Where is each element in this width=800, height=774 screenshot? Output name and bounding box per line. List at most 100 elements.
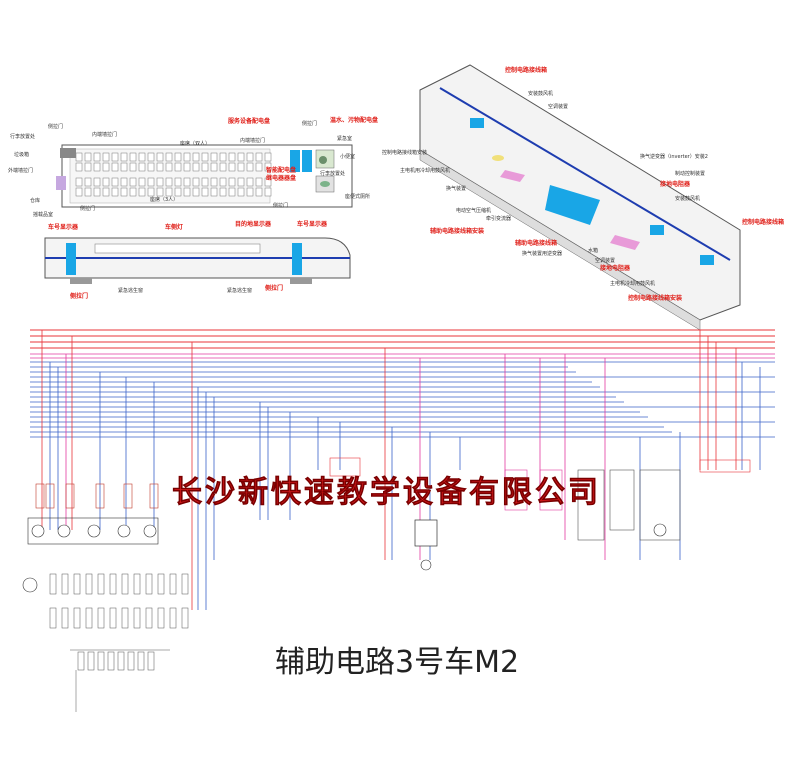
pink-box-1 [500, 170, 525, 182]
label-side-door-br: 侧拉门 [273, 202, 288, 209]
breaker-block [107, 651, 115, 671]
seat [228, 162, 236, 172]
service-panel [290, 150, 300, 172]
label-car-no-right: 车号显示器 [297, 220, 328, 228]
label-luggage: 行李放置处 [10, 133, 35, 140]
relay-block [35, 483, 45, 509]
breaker-block [77, 651, 85, 671]
seat [138, 177, 146, 187]
label-car-side-lamp: 车侧灯 [165, 223, 183, 231]
breaker-block [145, 607, 153, 629]
iso-lbl-12: 空调装置 [595, 257, 615, 264]
seat [129, 162, 137, 172]
breaker-block [169, 607, 177, 629]
breaker-block [121, 573, 129, 595]
cyan-box-2 [470, 118, 484, 128]
seat [102, 152, 110, 162]
seat [84, 152, 92, 162]
relay-block [95, 483, 105, 509]
seat [201, 162, 209, 172]
storage-block [56, 176, 66, 190]
motor-symbol [117, 524, 131, 538]
seat [75, 162, 83, 172]
breaker-block [121, 607, 129, 629]
seat [255, 187, 263, 197]
cyan-box-4 [700, 255, 714, 265]
iso-red-1: 辅助电路接线箱安装 [430, 227, 484, 235]
relay-panel [302, 150, 312, 172]
iso-lbl-2: 控制电路接线箱安装 [382, 149, 427, 156]
breaker-block [157, 573, 165, 595]
label-escape-window-r: 紧急逃生窗 [227, 287, 252, 294]
motor-symbol [420, 559, 432, 571]
breaker-block [147, 651, 155, 671]
seat [219, 177, 227, 187]
terminal-block [699, 459, 751, 473]
iso-red-2: 辅助电路接线箱 [515, 239, 557, 247]
label-trash: 垃圾箱 [14, 151, 29, 158]
breaker-block [145, 573, 153, 595]
seat [93, 187, 101, 197]
seat [84, 162, 92, 172]
seat [102, 162, 110, 172]
iso-red-6: 控制电路接线箱安装 [628, 294, 682, 302]
relay-block [609, 469, 635, 531]
seat [111, 187, 119, 197]
circuit-drops [41, 330, 761, 610]
breaker-block [73, 573, 81, 595]
motor-symbol [22, 577, 38, 593]
breaker-block [97, 651, 105, 671]
seat [219, 162, 227, 172]
breaker-block [61, 573, 69, 595]
seat [120, 187, 128, 197]
seat [237, 152, 245, 162]
seat [147, 152, 155, 162]
breaker-block [109, 607, 117, 629]
label-cargo-room: 摇载品室 [33, 211, 53, 218]
yellow-part [492, 155, 504, 161]
seat [255, 152, 263, 162]
seat [192, 177, 200, 187]
label-luggage-r: 行李放置处 [320, 170, 345, 177]
motor-group-box [27, 517, 159, 545]
seat [183, 152, 191, 162]
sink-icon [319, 156, 327, 164]
seat [174, 187, 182, 197]
circuit-components [22, 457, 751, 712]
iso-lbl-11: 水箱 [588, 247, 598, 254]
seat [138, 152, 146, 162]
motor-symbol [57, 524, 71, 538]
motor-symbol [87, 524, 101, 538]
iso-lbl-13: 主电机冷却用鼓风机 [610, 280, 655, 287]
iso-lbl-1: 空调装置 [548, 103, 568, 110]
seat [183, 187, 191, 197]
seat [156, 177, 164, 187]
iso-lbl-8: 换气逆变器（inverter）安装2 [640, 153, 708, 160]
seat [93, 152, 101, 162]
seat [111, 177, 119, 187]
relay-block [329, 457, 361, 477]
label-emergency-room: 紧急室 [337, 135, 352, 142]
side-view: 车号显示器 车侧灯 目的地显示器 车号显示器 侧拉门 紧急逃生窗 紧急逃生窗 侧… [44, 220, 351, 300]
label-side-door-tr: 侧拉门 [302, 120, 317, 127]
motor-symbol [143, 524, 157, 538]
label-seat-double: 座席（双人） [180, 140, 210, 147]
door-right-icon [292, 243, 302, 275]
breaker-block [49, 607, 57, 629]
seat [120, 162, 128, 172]
label-destination: 目的地显示器 [235, 220, 272, 228]
motor-symbol [653, 523, 667, 537]
seat [264, 152, 272, 162]
iso-lbl-5: 电动空气压缩机 [456, 207, 491, 214]
iso-lbl-4: 换气装置 [446, 185, 466, 192]
seat [93, 162, 101, 172]
relay-block [577, 469, 605, 541]
label-side-door-tl: 侧拉门 [48, 123, 63, 130]
relay-block [504, 469, 528, 511]
seat [246, 152, 254, 162]
relay-block [149, 483, 159, 509]
bus-lines [30, 329, 775, 438]
breaker-block [133, 573, 141, 595]
seat [84, 187, 92, 197]
